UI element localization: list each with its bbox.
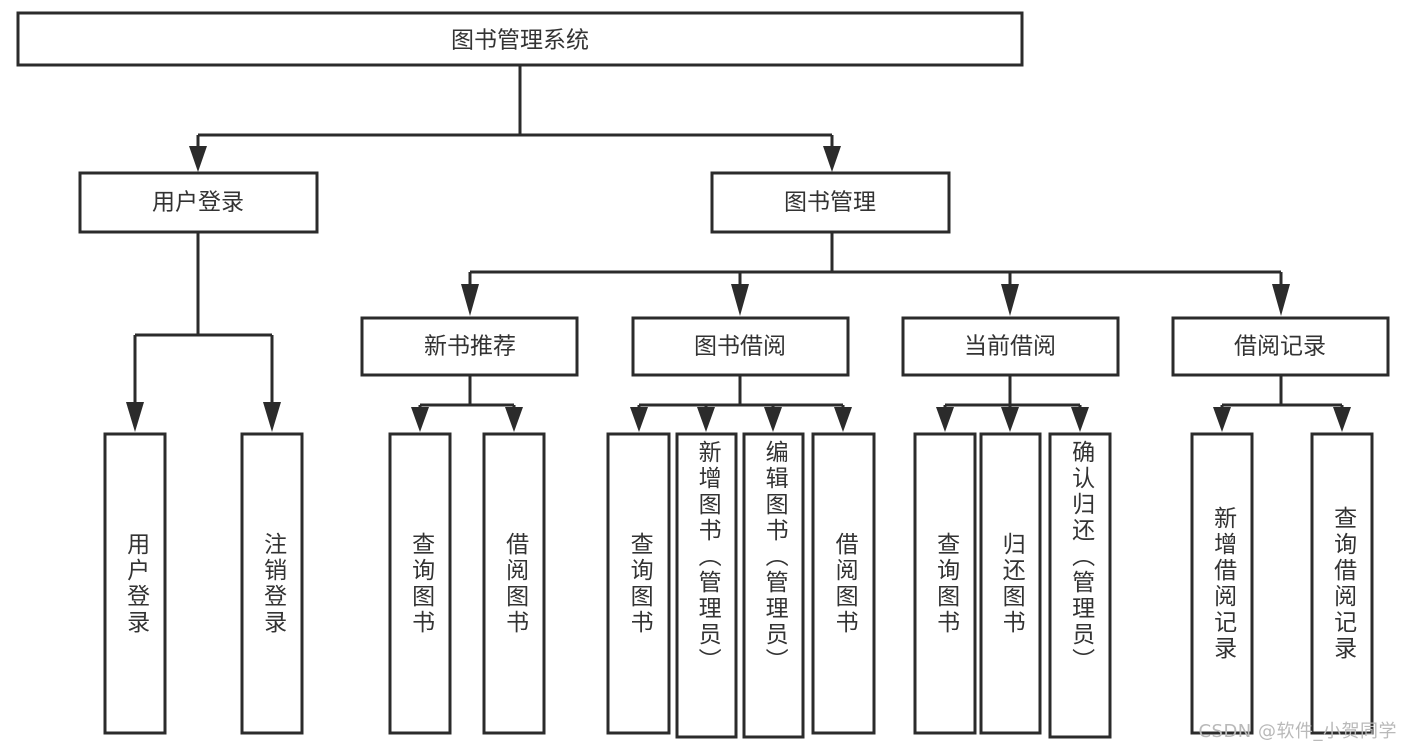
leaf-box-newbook-query[interactable] [388, 432, 452, 735]
leaf-box-current-confirm[interactable] [1048, 432, 1112, 739]
node-book-management[interactable]: 图书管理 [710, 171, 951, 234]
leaf-box-user-login[interactable] [103, 432, 167, 735]
connector-current-to-leaves [936, 375, 1089, 432]
leaf-node-boxes [103, 432, 1374, 739]
node-borrow-records-label: 借阅记录 [1234, 334, 1326, 360]
leaf-box-newbook-borrow[interactable] [482, 432, 546, 735]
connector-borrow-to-leaves [630, 375, 852, 432]
leaf-box-current-query[interactable] [913, 432, 977, 735]
node-borrow-records[interactable]: 借阅记录 [1171, 316, 1390, 377]
node-book-borrow-label: 图书借阅 [694, 334, 786, 360]
node-current-borrow-label: 当前借阅 [964, 334, 1056, 360]
connector-records-to-leaves [1213, 375, 1351, 432]
leaf-box-borrow-add[interactable] [675, 432, 738, 739]
node-new-book-recommend[interactable]: 新书推荐 [360, 316, 579, 377]
connector-bookmgmt-to-level3 [461, 232, 1290, 316]
node-user-login-label: 用户登录 [152, 190, 244, 216]
connector-login-to-leaves [126, 232, 281, 432]
node-new-book-recommend-label: 新书推荐 [424, 334, 516, 360]
connector-newbook-to-leaves [411, 375, 523, 432]
leaf-box-records-query[interactable] [1310, 432, 1374, 735]
node-user-login[interactable]: 用户登录 [78, 171, 319, 234]
node-root[interactable]: 图书管理系统 [16, 11, 1024, 67]
node-current-borrow[interactable]: 当前借阅 [901, 316, 1120, 377]
leaf-box-records-add[interactable] [1190, 432, 1254, 735]
node-book-management-label: 图书管理 [784, 190, 876, 216]
node-book-borrow[interactable]: 图书借阅 [631, 316, 850, 377]
leaf-box-current-return[interactable] [979, 432, 1042, 735]
csdn-watermark: CSDN @软件_小贺同学 [1198, 721, 1397, 742]
leaf-box-borrow-query[interactable] [606, 432, 671, 735]
leaf-box-borrow-edit[interactable] [742, 432, 805, 739]
node-root-label: 图书管理系统 [451, 28, 589, 54]
leaf-box-user-logout[interactable] [240, 432, 304, 735]
connector-root-to-level2 [189, 65, 841, 172]
leaf-box-borrow-take[interactable] [811, 432, 876, 735]
